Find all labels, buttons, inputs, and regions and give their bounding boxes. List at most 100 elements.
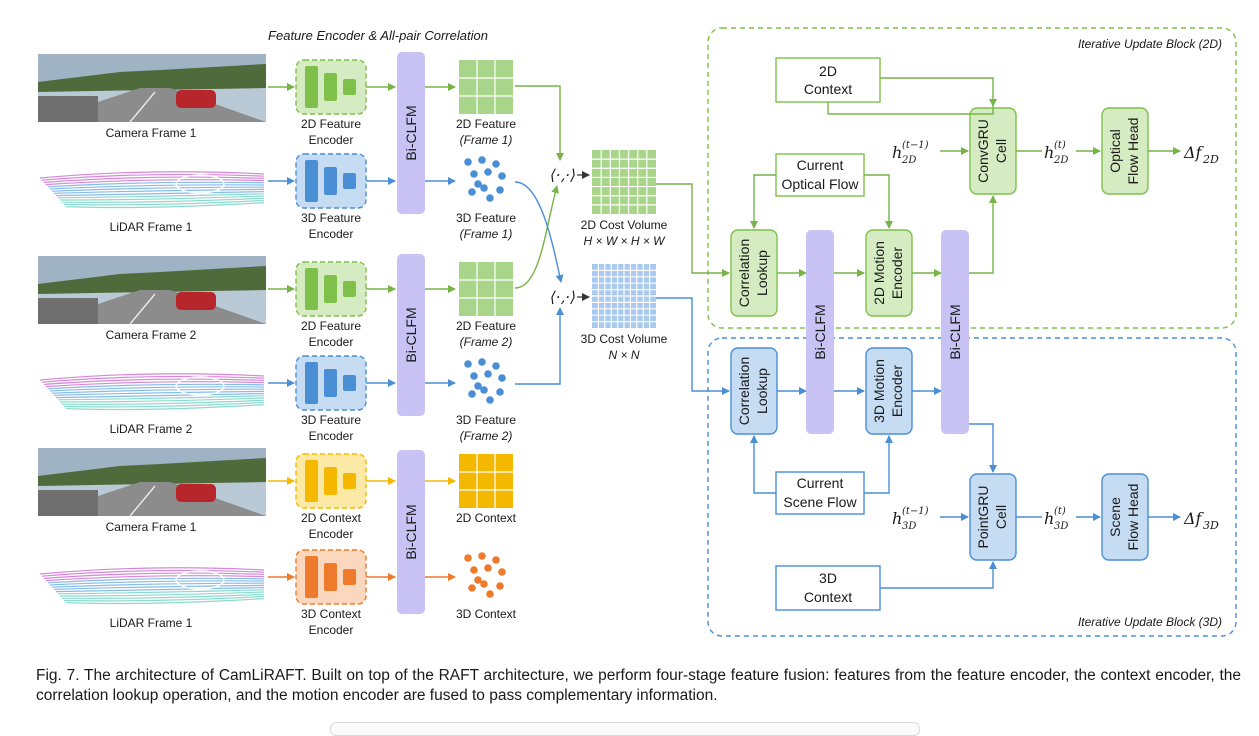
update-block-3d: Iterative Update Block (3D) Correlation … [707,337,1237,637]
current-optical-flow-box [775,153,865,197]
encoder-block [295,355,367,411]
encoder-label: 3D Feature [301,211,361,225]
scene-flow-line1: Current [797,475,844,491]
encoder-block [295,549,367,605]
flow-head-2d-label: Optical [1107,129,1123,173]
encoder-label: Encoder [309,227,354,241]
feature-label: 2D Feature [456,117,516,131]
encoder-block [295,153,367,209]
input-frame-label: Camera Frame 2 [106,328,197,342]
h-next-2d: h (t) 2D [1044,140,1068,166]
feature-output [464,552,506,598]
feature-label: 3D Feature [456,211,516,225]
motion-3d-label2: Encoder [889,365,905,417]
pointgru-label: PointGRU [975,485,991,548]
convgru-label: ConvGRU [975,119,991,183]
lookup-2d-label: Correlation [736,239,752,307]
bicflm-stage3 [806,230,834,434]
svg-text:h: h [892,143,902,162]
encoder-label: 3D Context [301,607,362,621]
bicflm-label: Bi-CLFM [403,105,419,160]
update-block-2d-title: Iterative Update Block (2D) [1078,37,1222,51]
motion-2d-label2: Encoder [889,247,905,299]
update-block-3d-title: Iterative Update Block (3D) [1078,615,1222,629]
svg-text:(t−1): (t−1) [902,140,929,151]
svg-text:h: h [1044,509,1054,528]
context-2d-line1: 2D [819,63,837,79]
flow-head-3d-label2: Flow Head [1125,484,1141,551]
encoder-label: Encoder [309,133,354,147]
feature-label: 3D Context [456,607,517,621]
figure-title: Feature Encoder & All-pair Correlation [268,28,488,43]
lookup-3d-label2: Lookup [754,368,770,414]
delta-f-2d: Δf 2D [1183,143,1219,166]
encoder-label: Encoder [309,527,354,541]
feature-output [464,156,506,202]
svg-text:(t−1): (t−1) [902,506,929,517]
svg-text:3D: 3D [1203,519,1219,532]
svg-text:2D: 2D [1053,155,1068,166]
svg-text:Δf: Δf [1183,509,1205,528]
feature-label: 2D Context [456,511,517,525]
optical-flow-line1: Current [797,157,844,173]
motion-2d-label: 2D Motion [871,241,887,305]
encoder-label: 2D Feature [301,319,361,333]
feature-output [464,358,506,404]
context-3d-box [775,565,881,611]
encoder-block [295,59,367,115]
input-frame-label: Camera Frame 1 [106,520,197,534]
svg-text:3D: 3D [1054,521,1068,532]
svg-text:3D: 3D [902,521,916,532]
lidar-frame-image [38,366,266,411]
optical-flow-line2: Optical Flow [781,176,859,192]
context-2d-box [775,57,881,103]
svg-text:(t): (t) [1054,506,1066,517]
lookup-3d-label: Correlation [736,357,752,425]
context-3d-line2: Context [804,589,852,605]
cost-volume-3d-dims: N × N [608,348,639,362]
h-prev-2d: h (t−1) 2D [892,140,929,166]
bicflm-stage3-label: Bi-CLFM [812,304,828,359]
svg-text:h: h [892,509,902,528]
feature-output [459,60,513,114]
context-2d-line2: Context [804,81,852,97]
convgru-label2: Cell [993,139,1009,163]
svg-text:(t): (t) [1054,140,1066,151]
feature-output [459,262,513,316]
input-frame-label: LiDAR Frame 1 [110,220,193,234]
input-frame-label: Camera Frame 1 [106,126,197,140]
delta-f-3d: Δf 3D [1183,509,1219,532]
inner-product-2d: ⟨·,·⟩ [550,166,576,184]
h-prev-3d: h (t−1) 3D [892,506,929,532]
camera-frame-image [38,54,266,123]
encoder-label: 2D Context [301,511,362,525]
architecture-diagram: Feature Encoder & All-pair Correlation C… [38,27,1237,637]
feature-output [459,454,513,508]
figure-caption: Fig. 7. The architecture of CamLiRAFT. B… [36,667,1241,704]
encoder-label: Encoder [309,335,354,349]
camera-frame-image [38,448,266,517]
bicflm-block [397,254,425,416]
cost-volume-2d-dims: H × W × H × W [583,234,666,248]
flow-head-2d-label2: Flow Head [1125,118,1141,185]
svg-text:Δf: Δf [1183,143,1205,162]
camera-frame-image [38,256,266,325]
cost-volume-2d-label: 2D Cost Volume [581,218,668,232]
feature-label-frame: (Frame 1) [460,227,513,241]
lidar-frame-image [38,164,266,209]
scene-flow-line2: Scene Flow [783,494,857,510]
cost-volume-3d-label: 3D Cost Volume [581,332,668,346]
encoder-label: Encoder [309,429,354,443]
feature-label-frame: (Frame 2) [460,335,513,349]
svg-text:2D: 2D [1202,153,1219,166]
svg-text:2D: 2D [901,155,916,166]
encoder-label: Encoder [309,623,354,637]
feature-label-frame: (Frame 1) [460,133,513,147]
context-3d-line1: 3D [819,570,837,586]
bicflm-stage4-label: Bi-CLFM [947,304,963,359]
cost-volume-3d-grid [592,264,656,328]
encoder-block [295,453,367,509]
motion-3d-label: 3D Motion [871,359,887,423]
update-block-2d: Iterative Update Block (2D) 2D Context C… [707,27,1237,329]
bicflm-block [397,52,425,214]
